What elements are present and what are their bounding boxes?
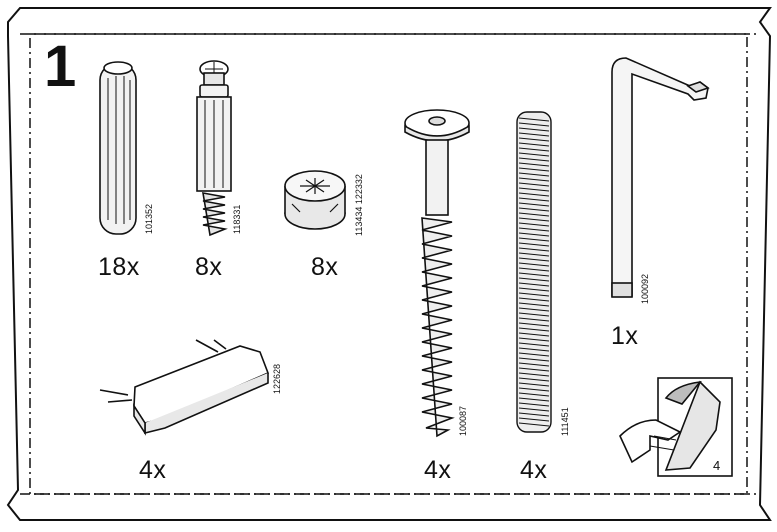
- qty-cam-bolt: 8x: [195, 253, 223, 281]
- qty-connector-bolt: 4x: [424, 456, 452, 484]
- qty-cam-nut: 8x: [311, 253, 339, 281]
- page-badge: 4: [713, 458, 721, 473]
- qty-nail-glide: 4x: [139, 456, 167, 484]
- cam-lock-nut-icon: [284, 170, 346, 230]
- code-cam-bolt: 118331: [232, 204, 242, 234]
- wooden-dowel-icon: [99, 61, 137, 235]
- code-threaded-rod: 111451: [560, 407, 570, 436]
- code-allen-key: 100092: [640, 273, 650, 304]
- connector-bolt-icon: [404, 109, 470, 438]
- code-cam-nut: 113434 122332: [354, 174, 364, 236]
- step-number: 1: [44, 34, 77, 99]
- sheet-border: [6, 7, 772, 521]
- qty-dowel: 18x: [98, 253, 140, 281]
- qty-threaded-rod: 4x: [520, 456, 548, 484]
- code-dowel: 101352: [144, 203, 154, 234]
- threaded-rod-icon: [516, 111, 552, 433]
- cam-lock-bolt-icon: [196, 60, 232, 237]
- allen-key-icon: [611, 57, 710, 298]
- sticker-page-icon: [619, 377, 733, 477]
- code-nail-glide: 122628: [272, 363, 282, 394]
- nail-glide-icon: [99, 339, 270, 436]
- code-connector-bolt: 100087: [458, 405, 468, 436]
- qty-allen-key: 1x: [611, 322, 639, 350]
